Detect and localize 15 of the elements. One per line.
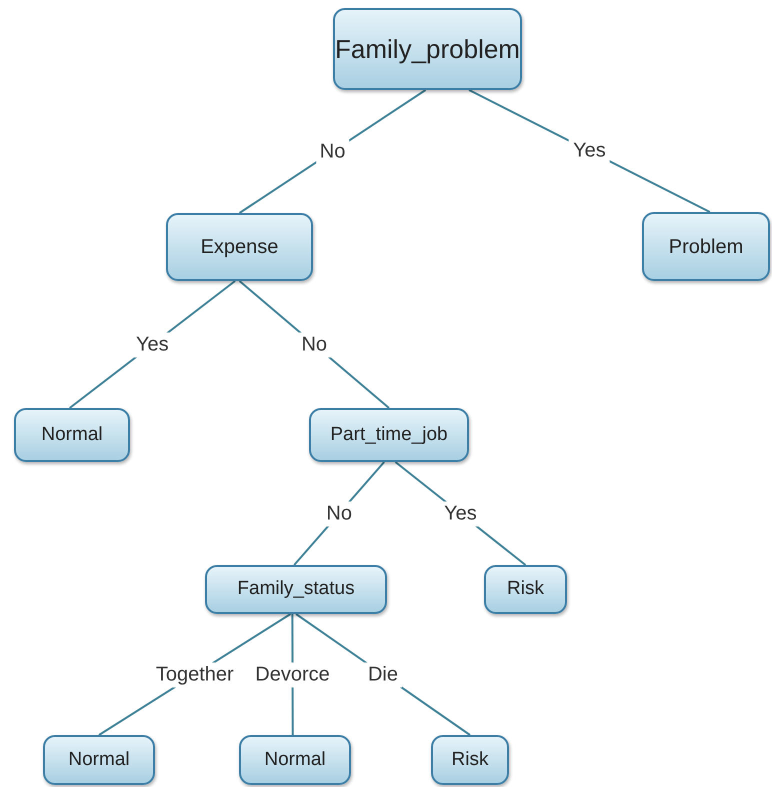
decision-node: Family_status (205, 565, 387, 614)
decision-node: Expense (166, 213, 313, 281)
edge-label: Yes (132, 332, 173, 357)
decision-node: Normal (239, 735, 351, 785)
decision-node: Risk (431, 735, 509, 785)
decision-node: Family_problem (333, 8, 522, 90)
edge-label: Die (364, 662, 402, 687)
edge-label: Yes (569, 138, 610, 164)
decision-node: Risk (484, 565, 567, 614)
edge-label: No (316, 139, 350, 164)
decision-node: Normal (43, 735, 155, 785)
decision-node: Problem (642, 212, 770, 281)
decision-node: Part_time_job (309, 408, 469, 462)
decision-node: Normal (14, 408, 130, 462)
edge-label: No (297, 332, 332, 357)
